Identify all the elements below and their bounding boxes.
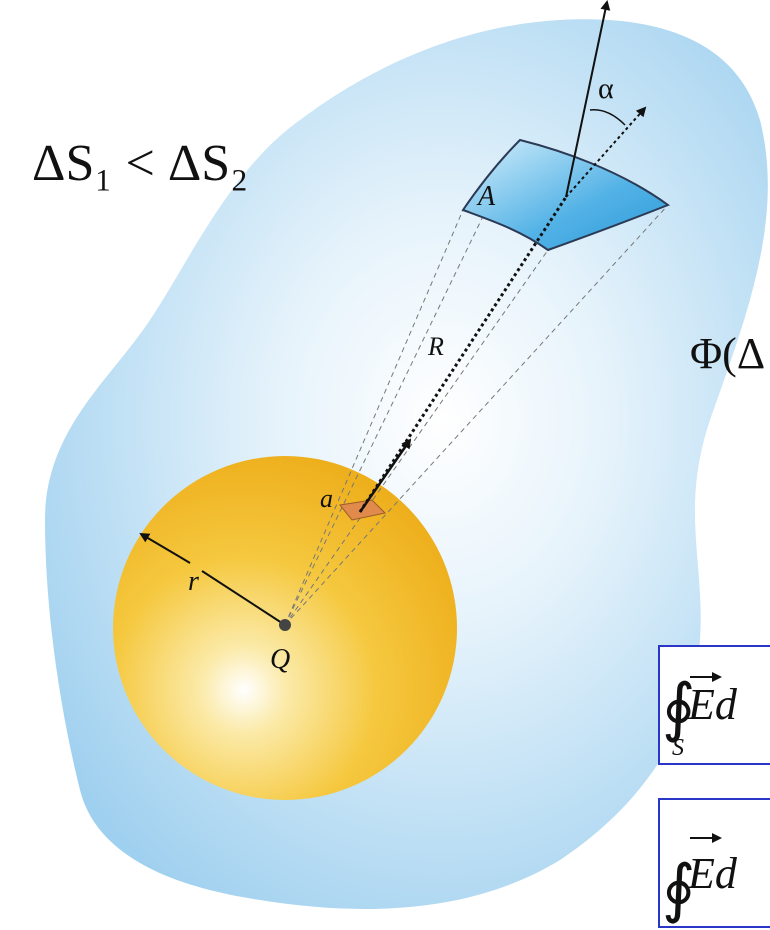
inequality-text: ΔS₁ < ΔS₂ [32,135,248,192]
label-A: A [476,181,496,212]
point-charge [279,619,291,631]
radius-arrow-shaft [179,556,191,564]
label-a: a [320,484,333,513]
integral-sign-2: ∮ [662,853,695,924]
radius-arrow [139,532,181,558]
field-direction-arrow [565,106,647,198]
label-R: R [427,332,444,361]
label-Q: Q [270,644,290,675]
formula-body-1: Ed [687,680,738,729]
small-normal-arrow [358,438,412,513]
label-angle: α [598,72,614,105]
angle-arc [589,109,626,126]
flux-partial-text: Φ(Δ [690,329,765,378]
formula-body-2: Ed [687,849,738,898]
big-normal-arrow [565,0,611,198]
label-r: r [188,566,199,597]
formula-box-1: ∮ Ed S [658,645,770,765]
formula-subscript-1: S [672,735,684,761]
integral-sign-1: ∮ [662,672,695,743]
cone-lines [284,139,669,626]
radius-line [201,570,286,626]
formula-box-2: ∮ Ed [658,798,770,928]
distance-line [358,196,568,513]
